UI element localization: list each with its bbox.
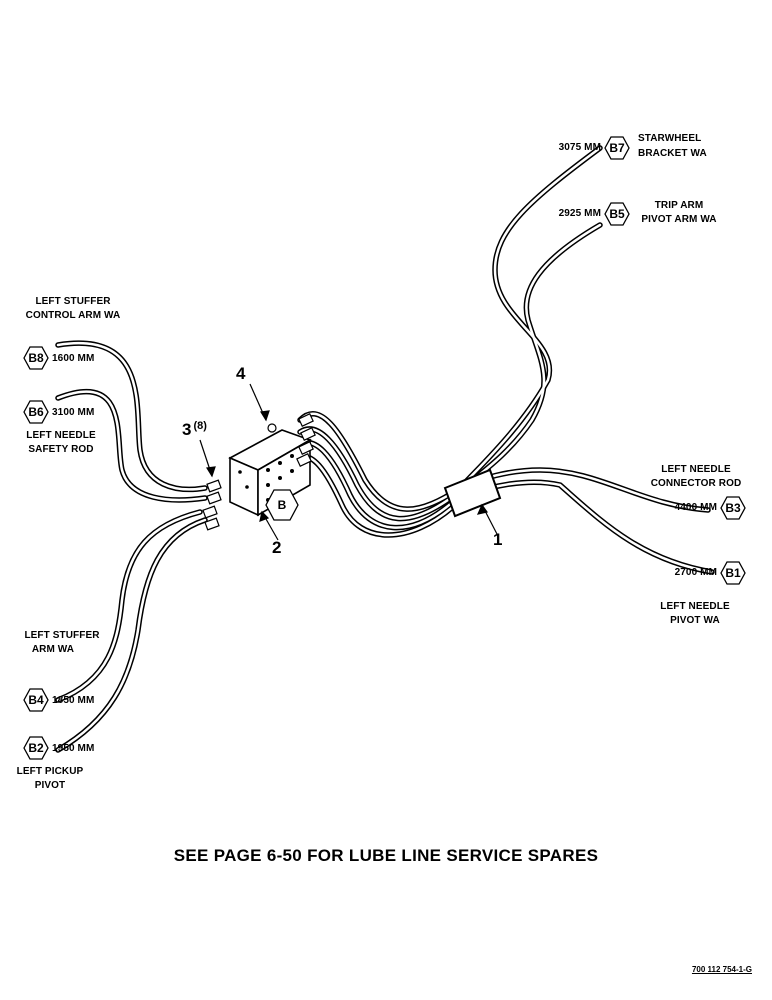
callout-3-qty: (8) (193, 420, 207, 432)
b3-length: 4400 MM (674, 502, 717, 513)
callout-3: 3(8) (182, 420, 207, 440)
hex-tag-b6 (23, 400, 49, 424)
b3-tag: B3 (725, 501, 741, 515)
b7-tag: B7 (609, 141, 625, 155)
callout-2: 2 (272, 538, 282, 557)
b5-length: 2925 MM (558, 208, 601, 219)
b8-tag: B8 (28, 351, 44, 365)
hex-tag-b8 (23, 346, 49, 370)
b2-desc-line2: PIVOT (34, 780, 66, 791)
b7-length: 3075 MM (558, 142, 601, 153)
b5-tag: B5 (609, 207, 625, 221)
hex-tag-b1 (720, 561, 746, 585)
b2-tag: B2 (28, 741, 44, 755)
hex-tag-b4 (23, 688, 49, 712)
b2-length: 1950 MM (52, 743, 95, 754)
b6-desc-line2: SAFETY ROD (28, 444, 94, 455)
hex-tag-b7 (604, 136, 630, 160)
callout-3-num: 3 (182, 420, 192, 439)
b4-tag: B4 (28, 693, 44, 707)
b2-desc-line1: LEFT PICKUP (16, 766, 84, 777)
b8-length: 1600 MM (52, 353, 95, 364)
callout-4: 4 (236, 364, 246, 383)
hex-tag-b3 (720, 496, 746, 520)
b6-desc-line1: LEFT NEEDLE (26, 430, 96, 441)
leader-lines (199, 383, 499, 541)
hex-tag-b5 (604, 202, 630, 226)
b4-desc-line1: LEFT STUFFER (24, 630, 100, 641)
b7-desc-line2: BRACKET WA (638, 148, 707, 159)
part-number: 700 112 754-1-G (691, 965, 752, 974)
b3-desc-line2: CONNECTOR ROD (650, 478, 742, 489)
hex-tag-b2 (23, 736, 49, 760)
b1-tag: B1 (725, 566, 741, 580)
b3-desc-line1: LEFT NEEDLE (661, 464, 731, 475)
b1-length: 2700 MM (674, 567, 717, 578)
b4-length: 1850 MM (52, 695, 95, 706)
b4-desc-line2: ARM WA (31, 644, 75, 655)
b1-desc-line1: LEFT NEEDLE (660, 601, 730, 612)
b6-length: 3100 MM (52, 407, 95, 418)
b7-desc-line1: STARWHEEL (638, 133, 702, 144)
b5-desc-line1: TRIP ARM (654, 200, 704, 211)
tube-bundle-sleeve (443, 468, 502, 518)
footer-note: SEE PAGE 6-50 FOR LUBE LINE SERVICE SPAR… (173, 846, 599, 865)
tube-fills (56, 146, 714, 752)
hex-tag-block (265, 489, 299, 521)
b8-desc-line1: LEFT STUFFER (35, 296, 111, 307)
b1-desc-line2: PIVOT WA (670, 615, 720, 626)
tube-outlines (55, 145, 715, 753)
block-tag: B (278, 498, 287, 512)
b5-desc-line2: PIVOT ARM WA (641, 214, 717, 225)
callout-1: 1 (493, 530, 503, 549)
hex-tags (23, 136, 746, 760)
b6-tag: B6 (28, 405, 44, 419)
b8-desc-line2: CONTROL ARM WA (25, 310, 121, 321)
